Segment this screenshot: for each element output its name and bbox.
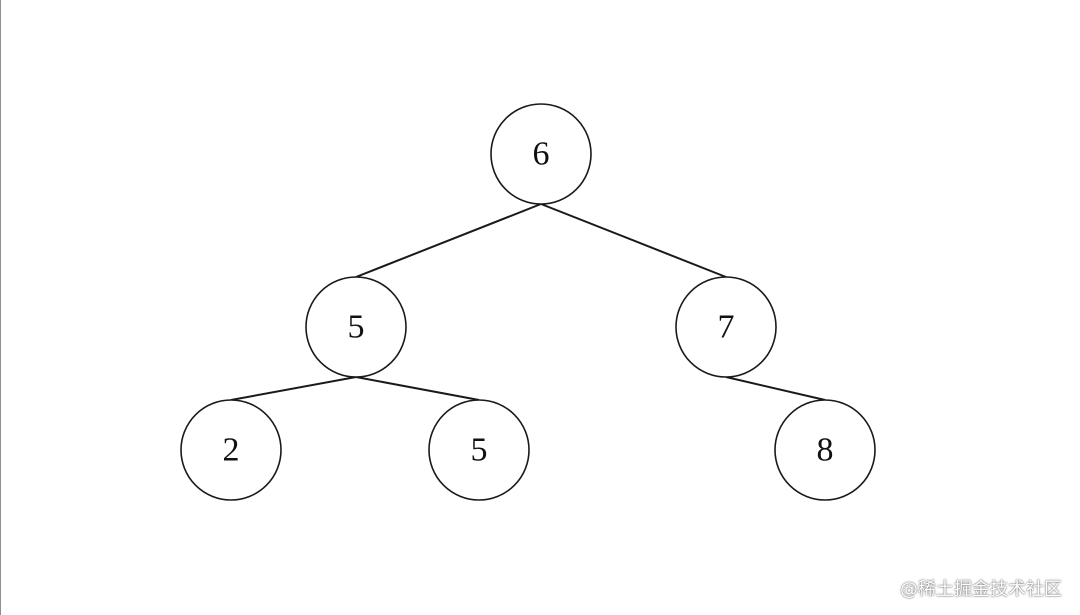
watermark: @稀土掘金技术社区 (900, 579, 1062, 600)
tree-node-root: 6 (490, 103, 592, 205)
tree-node-circle (774, 399, 876, 501)
tree-edge-left-to-left-right (355, 376, 480, 401)
tree-node-left: 5 (305, 276, 407, 378)
tree-edge-right-to-right-right (725, 376, 826, 401)
tree-node-right: 7 (675, 276, 777, 378)
tree-node-circle (305, 276, 407, 378)
tree-node-circle (490, 103, 592, 205)
tree-node-right-right: 8 (774, 399, 876, 501)
tree-node-label: 2 (223, 432, 240, 469)
tree-node-circle (180, 399, 282, 501)
tree-node-circle (675, 276, 777, 378)
tree-node-label: 7 (718, 309, 735, 346)
tree-edge-root-to-left (355, 203, 542, 278)
tree-edge-left-to-left-left (230, 376, 357, 401)
tree-node-label: 6 (533, 136, 550, 173)
tree-node-label: 5 (471, 432, 488, 469)
tree-node-label: 8 (817, 432, 834, 469)
tree-node-left-right: 5 (428, 399, 530, 501)
tree-edge-root-to-right (540, 203, 727, 278)
tree-node-left-left: 2 (180, 399, 282, 501)
tree-node-circle (428, 399, 530, 501)
tree-node-label: 5 (348, 309, 365, 346)
